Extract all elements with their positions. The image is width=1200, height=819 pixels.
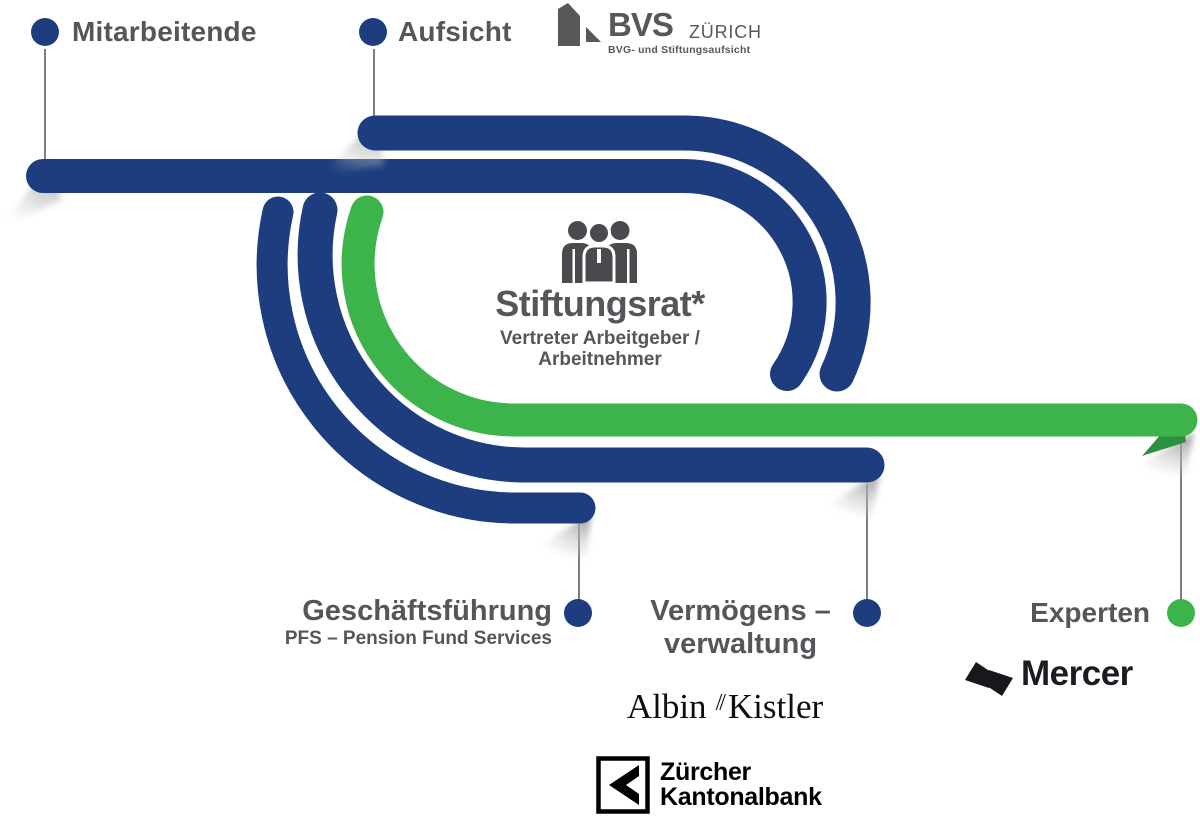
shadow-vermoegensverwaltung-end [826,472,880,518]
ribbon-aufsicht [357,115,871,392]
people-group-icon [562,221,637,285]
stiftungsrat-title: Stiftungsrat* [495,283,705,324]
bvs-logo-name: BVS [608,6,674,43]
dot-mitarbeitende [31,18,59,46]
mercer-logo: Mercer [962,652,1162,698]
dot-vermoegensverwaltung [853,599,881,627]
bvs-logo-tagline: BVG- und Stiftungsaufsicht [608,44,751,56]
label-experten: Experten [1030,597,1150,628]
label-mitarbeitende: Mitarbeitende [72,16,257,47]
albin-kistler-word1: Albin [626,687,707,726]
dot-geschaeftsfuehrung [564,599,592,627]
zuercher-kantonalbank-logo: Zürcher Kantonalbank [596,756,856,816]
stiftungsrat-block: Stiftungsrat* Vertreter Arbeitgeber / Ar… [440,283,760,371]
label-vermoegensverwaltung-line2: verwaltung [663,628,818,660]
zkb-chevron-icon [596,756,650,814]
label-aufsicht: Aufsicht [398,16,512,47]
albin-kistler-separator: // [715,690,726,716]
dot-experten [1167,599,1195,627]
albin-kistler-word2: Kistler [727,687,824,726]
bvs-building-icon [558,3,601,46]
ribbon-mitarbeitende [26,159,827,391]
ribbon-vermoegensverwaltung [297,192,885,483]
label-geschaeftsfuehrung: Geschäftsführung [302,595,552,627]
label-geschaeftsfuehrung-sub: PFS – Pension Fund Services [284,628,552,649]
stiftungsrat-subtitle-line1: Vertreter Arbeitgeber / [500,328,700,349]
stiftungsrat-subtitle-line2: Arbeitnehmer [538,349,662,370]
ribbon-experten [341,195,1198,437]
mercer-logo-name: Mercer [1021,654,1133,693]
mercer-logo-icon [965,662,1013,696]
zkb-logo-line2: Kantonalbank [660,783,822,811]
zkb-logo-text: Zürcher Kantonalbank [660,760,822,810]
zkb-logo-line1: Zürcher [660,758,751,786]
albin-kistler-logo: Albin //Kistler [560,687,890,727]
label-vermoegensverwaltung: Vermögens – verwaltung [628,595,853,661]
bvs-logo-city: ZÜRICH [689,22,762,42]
bvs-zuerich-logo: BVS ZÜRICH BVG- und Stiftungsaufsicht [558,0,761,62]
dot-aufsicht [359,18,387,46]
label-vermoegensverwaltung-line1: Vermögens – [650,595,831,627]
ribbon-geschaeftsfuehrung [256,196,596,524]
